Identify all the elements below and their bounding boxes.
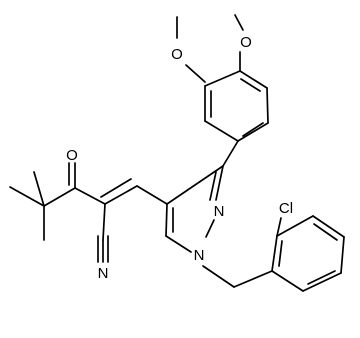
bond-pyr-c5-c4 xyxy=(165,203,168,237)
bond-aryl-inner-3 xyxy=(240,78,261,92)
bond-aryl-5 xyxy=(266,87,269,124)
bond-pyr-c3-n2 xyxy=(215,165,224,201)
bond-cquat-me-left xyxy=(9,186,45,207)
bond-alkene xyxy=(104,185,138,205)
bond-aryl-pyrazole xyxy=(222,140,239,167)
bond-clph-1 xyxy=(271,270,304,292)
bond-pyr-n2-n1 xyxy=(205,219,215,238)
bond-ch2-ring xyxy=(233,270,273,288)
bond-clph-2 xyxy=(302,272,342,292)
atom-labels: O O O N N Cl N xyxy=(66,34,293,282)
bond-pyr-c3-n2-double xyxy=(209,171,217,201)
bond-cquat-me-up xyxy=(33,171,45,207)
bond-o-left-ring xyxy=(185,64,206,83)
bond-alkene-double xyxy=(100,178,132,198)
bond-clph-inner-3 xyxy=(278,240,283,267)
bond-aryl-6 xyxy=(239,70,268,89)
atom-n-pyrazole-2: N xyxy=(214,203,225,220)
bond-n1-ch2 xyxy=(202,265,235,288)
bond-c4-ch xyxy=(136,185,168,205)
bond-pyr-c4-c3 xyxy=(166,165,224,205)
bond-clph-3 xyxy=(340,236,345,274)
bond-c-carbonyl xyxy=(74,187,106,205)
bond-clph-inner-2 xyxy=(313,223,338,241)
atom-n-nitrile: N xyxy=(98,265,109,282)
bond-clph-4 xyxy=(312,215,345,238)
atom-cl: Cl xyxy=(279,200,293,217)
bond-c-cn xyxy=(102,203,106,241)
bond-clph-inner-1 xyxy=(307,270,336,285)
bond-aryl-1 xyxy=(204,70,241,87)
bond-pyr-n1-c5 xyxy=(165,235,192,253)
bond-aryl-4 xyxy=(237,122,269,142)
bond-clph-5 xyxy=(276,215,314,237)
atom-o-methoxy-top: O xyxy=(240,34,252,51)
bonds xyxy=(9,14,345,292)
bond-ring-cl xyxy=(276,217,282,237)
bond-aryl-inner-2 xyxy=(242,122,264,137)
atom-o-carbonyl: O xyxy=(66,147,78,164)
bond-carbonyl-cquat xyxy=(43,187,76,207)
bond-aryl-3 xyxy=(204,120,239,142)
atom-o-methoxy-left: O xyxy=(171,46,183,63)
bond-methyl-o-top xyxy=(234,14,244,31)
atom-n-pyrazole-1: N xyxy=(194,247,205,264)
bond-clph-6 xyxy=(271,235,278,272)
